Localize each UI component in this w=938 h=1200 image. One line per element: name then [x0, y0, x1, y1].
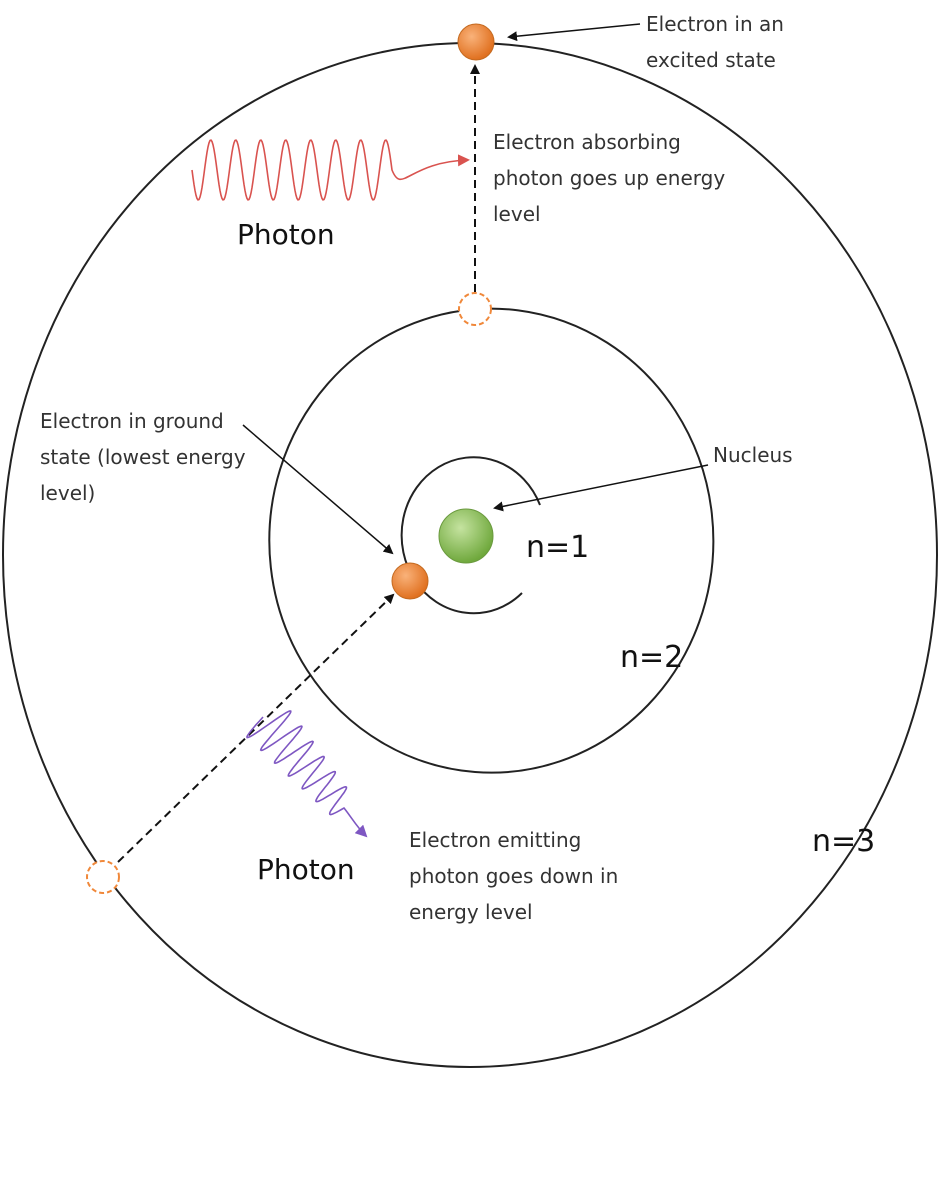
excited-label-pointer	[507, 23, 641, 42]
ground-label-pointer	[242, 424, 394, 555]
ground-state-label: Electron in ground state (lowest energy …	[40, 409, 246, 505]
orbit-n1	[400, 456, 541, 615]
nucleus-label: Nucleus	[713, 443, 793, 467]
electron-excited	[457, 23, 495, 61]
photon-label-emitted: Photon	[257, 853, 355, 886]
electron-former-position-n2	[458, 292, 492, 326]
electron-ground	[391, 562, 429, 600]
emitted-photon-wave	[246, 710, 368, 838]
orbit-label-n2: n=2	[620, 640, 684, 675]
photon-label-absorbed: Photon	[237, 218, 335, 251]
orbit-n2	[268, 307, 715, 774]
absorbed-photon-wave	[191, 139, 470, 201]
absorbing-label: Electron absorbing photon goes up energy…	[493, 130, 726, 226]
electron-former-position-n3	[86, 860, 120, 894]
emitting-label: Electron emitting photon goes down in en…	[409, 828, 619, 924]
excited-state-label: Electron in an excited state	[646, 12, 784, 72]
emission-transition-arrow	[117, 593, 395, 863]
orbit-label-n1: n=1	[526, 530, 590, 565]
nucleus-label-pointer	[493, 464, 709, 512]
nucleus	[438, 508, 494, 564]
orbit-label-n3: n=3	[812, 824, 876, 859]
